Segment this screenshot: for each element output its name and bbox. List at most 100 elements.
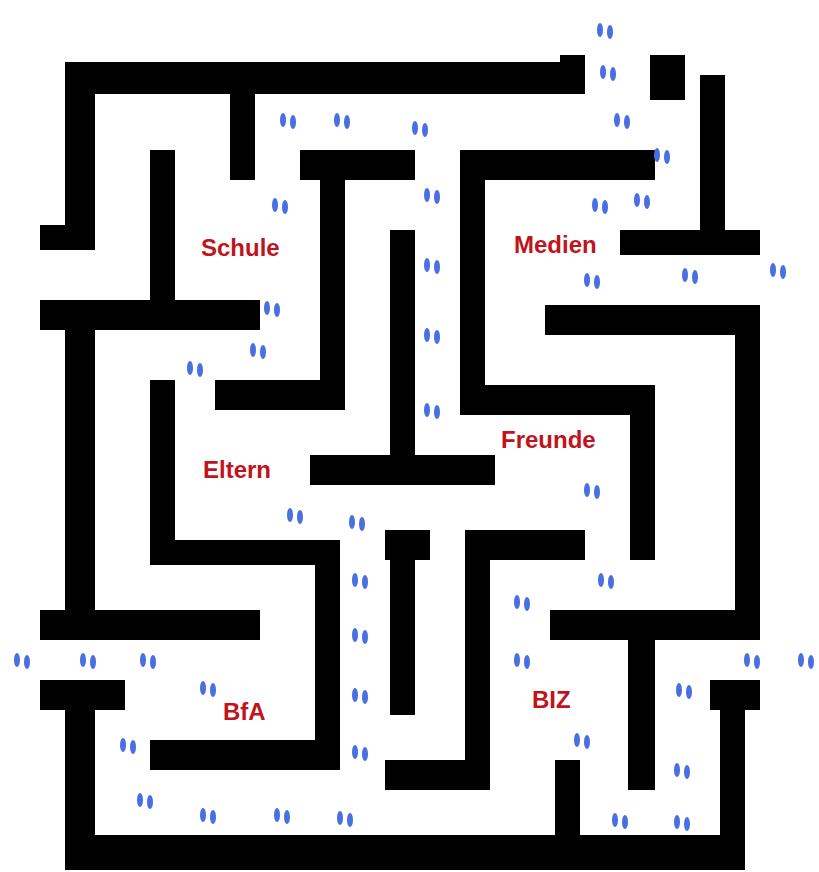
maze-label: Eltern [201, 457, 273, 483]
footprint [592, 198, 598, 212]
footprint [607, 25, 613, 39]
footprint [282, 200, 288, 214]
footprint [290, 115, 296, 129]
footprint [584, 273, 590, 287]
footprint [744, 653, 750, 667]
footprint [250, 343, 256, 357]
footprint [352, 745, 358, 759]
footprint [692, 270, 698, 284]
maze-label: BfA [221, 699, 268, 725]
footprint [210, 683, 216, 697]
footprint [676, 683, 682, 697]
footprint [280, 113, 286, 127]
footprint [598, 573, 604, 587]
footprint [434, 405, 440, 419]
footprint [424, 403, 430, 417]
footprint [424, 188, 430, 202]
footprint [584, 483, 590, 497]
footprint [362, 630, 368, 644]
footprint [362, 575, 368, 589]
footprint [344, 115, 350, 129]
footprint [347, 813, 353, 827]
footprint [14, 653, 20, 667]
footprint [608, 575, 614, 589]
footprint [200, 681, 206, 695]
footprint [274, 303, 280, 317]
footprint [754, 655, 760, 669]
footprint [130, 740, 136, 754]
footprint [260, 345, 266, 359]
footprint [584, 735, 590, 749]
footprint [524, 597, 530, 611]
footprint [770, 263, 776, 277]
footprint [594, 275, 600, 289]
footprint [434, 330, 440, 344]
footprint [137, 793, 143, 807]
footprint [434, 260, 440, 274]
footprint [602, 200, 608, 214]
footprint [664, 150, 670, 164]
footprint [264, 301, 270, 315]
maze-walls [40, 55, 760, 870]
footprint [514, 653, 520, 667]
footprint [610, 67, 616, 81]
maze-label: Medien [512, 232, 599, 258]
footprint [622, 815, 628, 829]
footprint [514, 595, 520, 609]
footprint [798, 653, 804, 667]
footprint [412, 121, 418, 135]
footprint [334, 113, 340, 127]
footprint [674, 815, 680, 829]
footprint [147, 795, 153, 809]
footprint [684, 817, 690, 831]
footprint [274, 808, 280, 822]
footprint [80, 653, 86, 667]
footprint [808, 655, 814, 669]
footprint [90, 655, 96, 669]
footprint [634, 193, 640, 207]
footprint [422, 123, 428, 137]
maze-label: BIZ [530, 687, 573, 713]
maze-label: Freunde [499, 427, 598, 453]
footprint [686, 685, 692, 699]
footprint [362, 747, 368, 761]
footprint [187, 361, 193, 375]
footprint [574, 733, 580, 747]
footprint [424, 258, 430, 272]
footprint [624, 115, 630, 129]
footprint [434, 190, 440, 204]
footprint [197, 363, 203, 377]
footprint [352, 628, 358, 642]
footprint [337, 811, 343, 825]
footprints [14, 23, 814, 831]
footprint [424, 328, 430, 342]
footprint [597, 23, 603, 37]
footprint [349, 515, 355, 529]
footprint [150, 655, 156, 669]
footprint [140, 653, 146, 667]
footprint [362, 690, 368, 704]
footprint [284, 810, 290, 824]
footprint [600, 65, 606, 79]
maze-label: Schule [199, 235, 282, 261]
footprint [524, 655, 530, 669]
footprint [780, 265, 786, 279]
footprint [674, 763, 680, 777]
footprint [200, 808, 206, 822]
footprint [612, 813, 618, 827]
footprint [359, 517, 365, 531]
footprint [287, 508, 293, 522]
footprint [352, 688, 358, 702]
footprint [682, 268, 688, 282]
footprint [120, 738, 126, 752]
footprint [684, 765, 690, 779]
footprint [352, 573, 358, 587]
footprint [272, 198, 278, 212]
footprint [644, 195, 650, 209]
footprint [210, 810, 216, 824]
footprint [614, 113, 620, 127]
footprint [594, 485, 600, 499]
footprint [24, 655, 30, 669]
